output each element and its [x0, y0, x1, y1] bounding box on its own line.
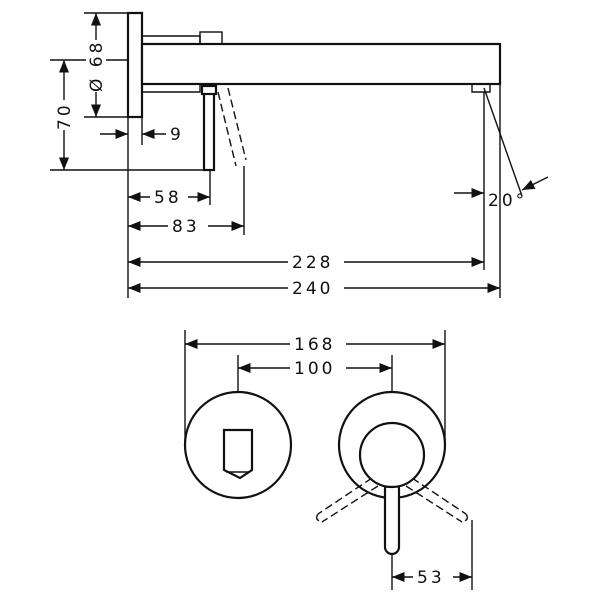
dim-angle-20: 20° — [488, 191, 527, 211]
lever-right-tilted — [405, 477, 469, 523]
lever-vertical — [202, 86, 216, 172]
side-view: Ø 68 70 9 58 83 228 240 20° — [50, 11, 549, 299]
lever-front — [383, 480, 401, 556]
dim-plate-diameter: Ø 68 — [87, 40, 107, 92]
dim-width-168: 168 — [294, 335, 335, 355]
wall-plate — [126, 11, 144, 119]
lever-tilted — [217, 87, 247, 167]
spout-outlet — [471, 84, 491, 93]
dim-spacing-100: 100 — [294, 359, 335, 379]
spout-outlet-front — [222, 428, 254, 480]
dim-spout-228: 228 — [292, 253, 333, 273]
dim-total-240: 240 — [292, 279, 333, 299]
lever-left-tilted — [315, 477, 379, 523]
dim-lever-83: 83 — [172, 217, 200, 237]
spout — [140, 42, 502, 86]
lever-collar — [200, 84, 218, 96]
mixer-cap — [199, 31, 223, 45]
angle-line — [483, 87, 523, 197]
dim-lever-53: 53 — [417, 568, 445, 588]
dim-lever-58: 58 — [154, 188, 182, 208]
dim-offset-9: 9 — [170, 125, 184, 145]
mixer-knob — [358, 421, 426, 489]
front-view: 168 100 53 — [183, 330, 473, 590]
dim-height-70: 70 — [55, 102, 75, 130]
